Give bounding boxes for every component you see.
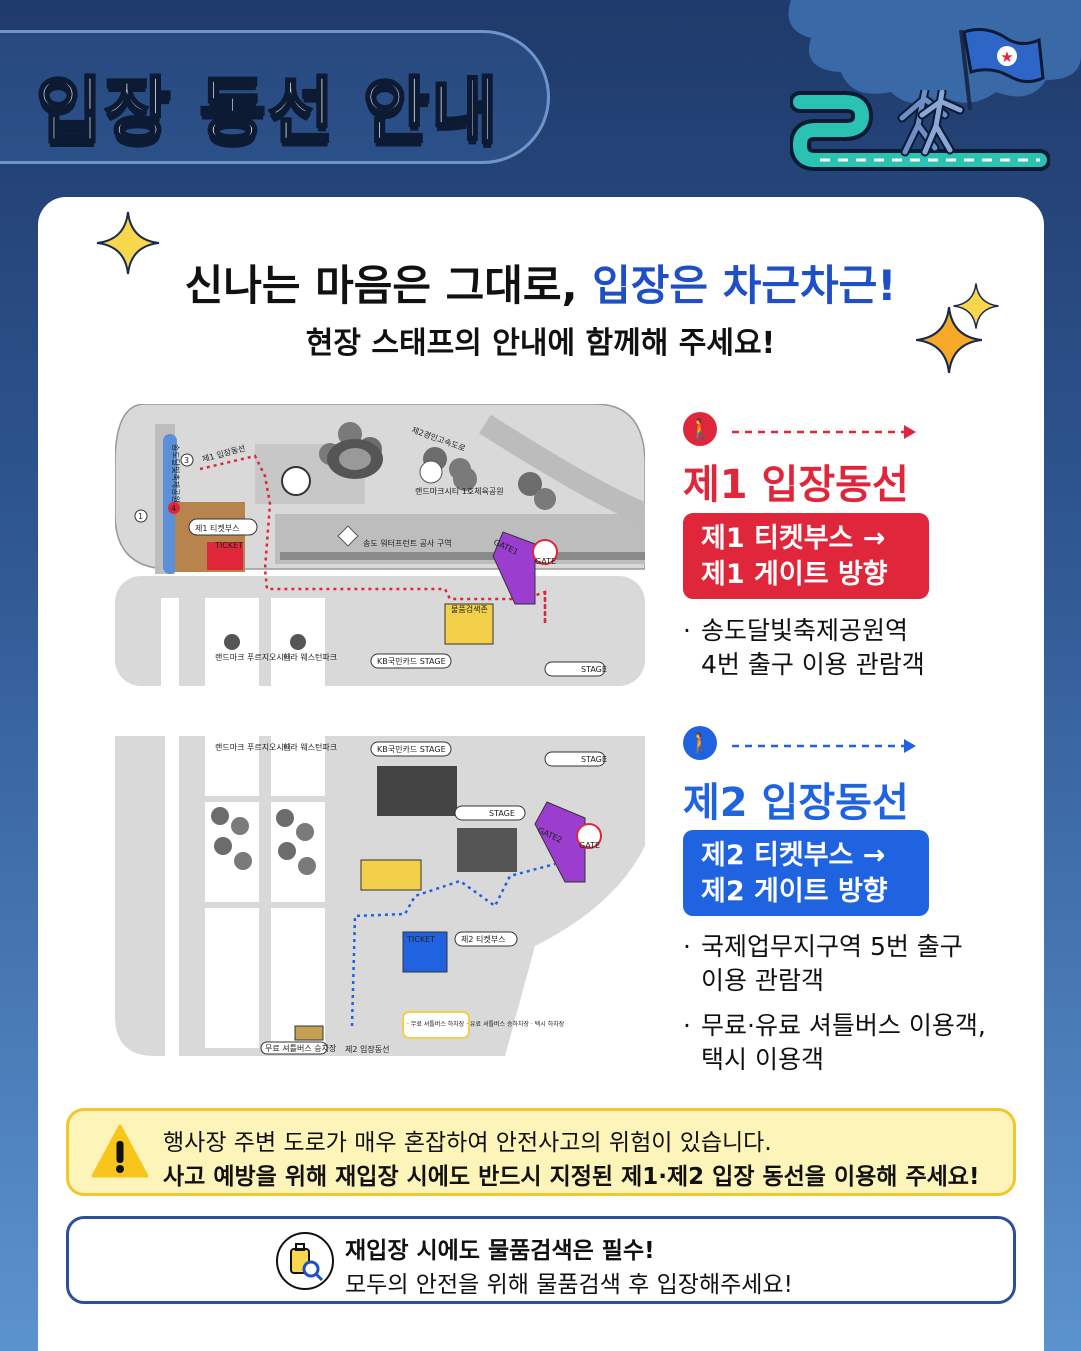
route1-direction-box: 제1 티켓부스 → 제1 게이트 방향 bbox=[683, 513, 929, 599]
kb-stage-label: KB국민카드 STAGE bbox=[377, 656, 446, 666]
route1-bullet-line2: 4번 출구 이용 관람객 bbox=[701, 650, 925, 679]
warning-triangle-icon bbox=[91, 1124, 149, 1178]
kb-stage-label: KB국민카드 STAGE bbox=[377, 744, 446, 754]
warning-line2: 사고 예방을 위해 재입장 시에도 반드시 지정된 제1·제2 입장 동선을 이… bbox=[163, 1164, 980, 1190]
page-title: 입장 동선 안내 bbox=[35, 68, 500, 155]
walking-people-icon bbox=[897, 90, 965, 157]
route2-bullet: ·국제업무지구역 5번 출구 이용 관람객 bbox=[683, 930, 963, 998]
shuttle-note-label: · 무료 셔틀버스 하차장 · 유료 셔틀버스 승하차장 · 택시 하차장 bbox=[407, 1020, 565, 1028]
exit1-badge: 1 bbox=[138, 512, 143, 521]
bus-icon bbox=[294, 1025, 324, 1041]
route2-bullet1-line2: 이용 관람객 bbox=[701, 966, 824, 995]
route1-box-line2: 제1 게이트 방향 bbox=[701, 559, 888, 590]
route1-map: 송도달빛축제공원역 랜드마크시티 1호체육공원 제2경인고속도로 송도 워터프런… bbox=[115, 404, 645, 686]
apt1-label: 랜드마크 푸르지오시티 bbox=[215, 652, 291, 662]
route2-title: 제2 입장동선 bbox=[683, 780, 909, 826]
station-label: 송도달빛축제공원역 bbox=[171, 444, 181, 510]
route2-bullet: ·무료·유료 셔틀버스 이용객, 택시 이용객 bbox=[683, 1009, 986, 1077]
info-line2: 모두의 안전을 위해 물품검색 후 입장해주세요! bbox=[345, 1272, 793, 1298]
headline-accent: 입장은 차근차근! bbox=[592, 261, 897, 310]
stanley-stage-label: STAGE bbox=[581, 665, 607, 674]
route2-label: 제2 입장동선 bbox=[345, 1044, 389, 1054]
headline-plain: 신나는 마음은 그대로, bbox=[184, 261, 593, 310]
route2-map: 랜드마크 푸르지오시티 한라 웨스턴파크 KB국민카드 STAGE STAGE … bbox=[115, 736, 645, 1056]
flag-icon: ★ bbox=[959, 28, 1045, 110]
main-stage-icon bbox=[377, 766, 457, 816]
info-line1: 재입장 시에도 물품검색은 필수! bbox=[345, 1238, 655, 1264]
stanley-stage-label: STAGE bbox=[581, 755, 607, 764]
trees-cluster bbox=[211, 807, 316, 875]
subheadline: 현장 스태프의 안내에 함께해 주세요! bbox=[305, 326, 776, 361]
headline: 신나는 마음은 그대로, 입장은 차근차근! bbox=[0, 252, 1081, 313]
stage3-label: STAGE bbox=[489, 809, 515, 818]
exit3-badge: 3 bbox=[184, 456, 189, 465]
booth-label: 제2 티켓부스 bbox=[461, 934, 505, 944]
shuttle-stop-label: 무료 셔틀버스 승차장 bbox=[265, 1043, 337, 1053]
gate1-badge-label: GATE bbox=[535, 557, 556, 566]
warning-notice: 행사장 주변 도로가 매우 혼잡하여 안전사고의 위험이 있습니다. 사고 예방… bbox=[66, 1108, 1016, 1196]
ticket-booth-icon bbox=[402, 931, 448, 973]
bag-search-icon bbox=[276, 1232, 334, 1290]
sparkle-icon bbox=[915, 306, 983, 374]
stage3-icon bbox=[457, 828, 517, 872]
gate1-structure bbox=[492, 531, 536, 605]
booth-label: 제1 티켓부스 bbox=[195, 523, 239, 533]
apt2-label: 한라 웨스턴파크 bbox=[283, 742, 337, 752]
route2-header: 🚶 bbox=[683, 726, 922, 760]
ticket-booth-icon bbox=[207, 542, 243, 570]
sparkle-icon bbox=[96, 211, 160, 275]
cloud-decoration: ★ bbox=[788, 0, 1081, 110]
warning-line1: 행사장 주변 도로가 매우 혼잡하여 안전사고의 위험이 있습니다. bbox=[163, 1130, 772, 1156]
construction-label: 송도 워터프런트 공사 구역 bbox=[363, 538, 452, 548]
route1-title: 제1 입장동선 bbox=[683, 462, 909, 508]
inspection-label: 물품검색존 bbox=[451, 604, 488, 614]
inspection-zone-icon bbox=[360, 859, 422, 891]
route1-bullet: ·송도달빛축제공원역 4번 출구 이용 관람객 bbox=[683, 614, 925, 682]
route2-bullet2-line2: 택시 이용객 bbox=[701, 1045, 824, 1074]
ticket-label: TICKET bbox=[406, 935, 435, 944]
route2-direction-box: 제2 티켓부스 → 제2 게이트 방향 bbox=[683, 830, 929, 916]
crosswalk-icon bbox=[281, 466, 311, 496]
route2-bullet1-line1: 국제업무지구역 5번 출구 bbox=[701, 932, 963, 961]
road-walkers-illustration bbox=[790, 90, 1050, 171]
construction-icon bbox=[337, 525, 359, 547]
apt1-label: 랜드마크 푸르지오시티 bbox=[215, 742, 291, 752]
route2-bullet2-line1: 무료·유료 셔틀버스 이용객, bbox=[701, 1011, 986, 1040]
landmark-label: 랜드마크시티 1호체육공원 bbox=[415, 486, 504, 496]
route2-box-line1: 제2 티켓부스 → bbox=[701, 840, 886, 871]
dashed-arrow-icon bbox=[732, 738, 917, 753]
walking-person-icon: 🚶 bbox=[683, 726, 717, 760]
inspection-zone-icon bbox=[444, 603, 494, 645]
gate2-badge bbox=[576, 823, 602, 849]
route1-box-line1: 제1 티켓부스 → bbox=[701, 523, 886, 554]
title-banner bbox=[0, 30, 550, 164]
svg-text:★: ★ bbox=[1000, 48, 1013, 66]
dashed-arrow-icon bbox=[732, 424, 917, 439]
walking-person-icon: 🚶 bbox=[683, 412, 717, 446]
inspection-notice: 재입장 시에도 물품검색은 필수! 모두의 안전을 위해 물품검색 후 입장해주… bbox=[66, 1216, 1016, 1304]
route1-header: 🚶 bbox=[683, 412, 922, 446]
gate2-structure bbox=[534, 801, 586, 883]
gate2-badge-label: GATE bbox=[579, 841, 600, 850]
route1-bullet-line1: 송도달빛축제공원역 bbox=[701, 616, 909, 645]
apt2-label: 한라 웨스턴파크 bbox=[283, 652, 337, 662]
sparkle-icon bbox=[953, 283, 999, 329]
route2-box-line2: 제2 게이트 방향 bbox=[701, 876, 888, 907]
gate1-badge bbox=[532, 539, 558, 565]
exit4-badge: 4 bbox=[171, 504, 176, 513]
ticket-label: TICKET bbox=[214, 541, 243, 550]
